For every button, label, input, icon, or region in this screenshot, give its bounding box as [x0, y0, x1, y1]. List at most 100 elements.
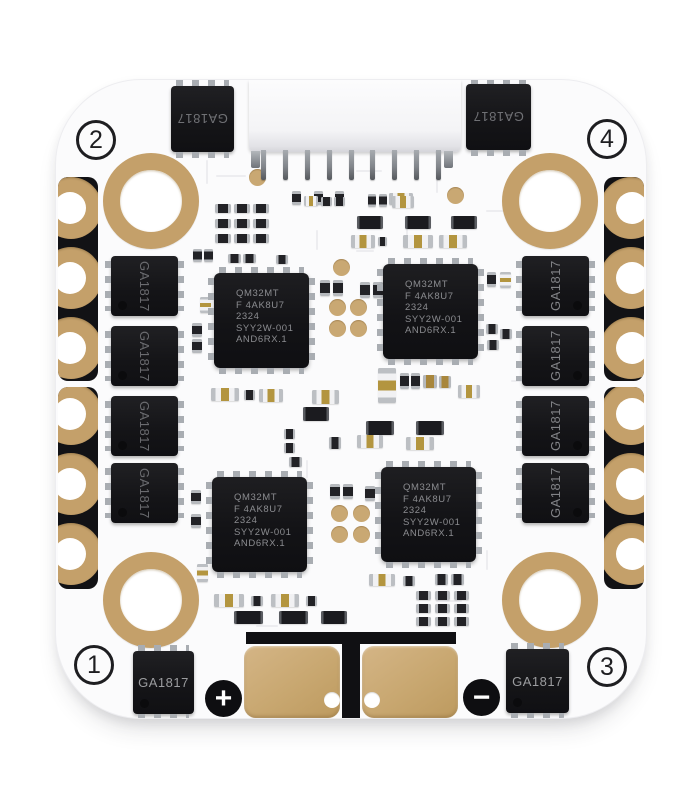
smd-resistor: [211, 388, 239, 401]
pcb-trace: [216, 175, 246, 177]
mounting-hole-bottom-right: [502, 552, 598, 648]
connector-pins: [261, 150, 441, 182]
mosfet-label: GA1817: [548, 260, 563, 312]
castellated-pad: [58, 247, 98, 309]
smd-resistor: [259, 389, 283, 402]
smd-capacitor: [306, 596, 317, 606]
mosfet-ga1817: GA1817: [516, 326, 595, 386]
smd-capacitor: [234, 234, 250, 243]
edge-pads-right-lower: [604, 387, 644, 589]
pcb-trace: [206, 160, 208, 184]
pcb-trace: [356, 250, 374, 252]
pcb-trace: [486, 210, 508, 212]
castellated-pad: [58, 453, 98, 515]
smd-capacitor: [284, 429, 295, 439]
mosfet-ga1817: GA1817: [506, 643, 569, 718]
via: [353, 505, 370, 522]
mounting-hole-top-left: [103, 153, 199, 249]
smd-resistor: [500, 272, 511, 288]
smd-resistor: [271, 594, 299, 607]
smd-capacitor: [192, 339, 202, 353]
smd-capacitor: [435, 604, 450, 613]
smd-capacitor: [487, 272, 496, 287]
castellated-pad: [604, 453, 644, 515]
corner-number: 3: [600, 652, 614, 681]
mosfet-ga1817: GA1817: [516, 396, 595, 456]
battery-pad-positive: [244, 646, 340, 718]
castellated-pad: [58, 317, 98, 379]
smd-resistor: [406, 437, 434, 450]
corner-number: 1: [87, 650, 101, 679]
smd-capacitor: [244, 390, 255, 400]
smd-capacitor: [334, 197, 345, 206]
mosfet-label: GA1817: [138, 675, 189, 690]
smd-resistor: [458, 385, 480, 398]
smd-capacitor: [454, 617, 469, 626]
signal-connector: [249, 80, 461, 152]
via: [447, 187, 464, 204]
connector-pin: [282, 150, 288, 180]
smd-capacitor: [435, 591, 450, 600]
smd-resistor: [357, 435, 383, 448]
smd-resistor: [312, 390, 339, 404]
smd-capacitor: [378, 237, 387, 246]
pcb-trace: [511, 380, 531, 382]
pcb-trace: [356, 170, 382, 172]
smd-capacitor: [454, 604, 469, 613]
smd-capacitor: [192, 323, 202, 337]
power-trace-divider: [342, 636, 360, 718]
smd-capacitor: [292, 191, 301, 205]
mosfet-ga1817: GA1817: [516, 256, 595, 316]
smd-capacitor: [253, 234, 269, 243]
smd-capacitor: [486, 324, 498, 334]
smd-capacitor: [368, 194, 376, 207]
castellated-pad: [58, 523, 98, 585]
mosfet-ga1817: GA1817: [516, 463, 595, 523]
smd-capacitor: [321, 197, 332, 206]
connector-pin: [392, 150, 398, 180]
smd-diode: [451, 216, 477, 229]
smd-diode: [366, 421, 394, 435]
battery-pad-negative: [362, 646, 458, 718]
mosfet-label: GA1817: [137, 400, 152, 452]
smd-resistor: [214, 594, 244, 607]
pcb-trace: [306, 460, 308, 478]
smd-capacitor: [228, 254, 241, 263]
positive-terminal-marker: +: [205, 680, 242, 717]
mosfet-ga1817: GA1817: [133, 645, 194, 718]
smd-capacitor: [416, 591, 431, 600]
smd-capacitor: [500, 329, 512, 339]
smd-diode: [416, 421, 444, 435]
smd-capacitor: [251, 596, 263, 606]
pad-hole: [58, 398, 86, 430]
smd-resistor: [197, 564, 208, 582]
smd-capacitor: [439, 376, 451, 388]
smd-capacitor: [403, 576, 415, 586]
mosfet-ga1817: GA1817: [171, 80, 234, 158]
smd-capacitor: [330, 484, 340, 499]
corner-marker-4: 4: [587, 119, 627, 159]
pad-hole: [616, 398, 644, 430]
smd-resistor: [439, 235, 467, 248]
smd-capacitor: [314, 191, 323, 205]
mosfet-ga1817: GA1817: [105, 463, 184, 523]
smd-capacitor: [365, 486, 375, 501]
mosfet-ga1817: GA1817: [105, 396, 184, 456]
via: [329, 320, 346, 337]
smd-capacitor: [253, 204, 269, 213]
pad-hole: [616, 468, 644, 500]
smd-capacitor: [284, 443, 295, 453]
via: [331, 526, 348, 543]
smd-capacitor: [411, 373, 420, 389]
smd-capacitor: [416, 604, 431, 613]
smd-capacitor: [193, 249, 202, 262]
smd-capacitor: [215, 234, 231, 243]
smd-capacitor: [454, 591, 469, 600]
via: [350, 320, 367, 337]
edge-pads-left-upper: [58, 177, 98, 381]
smd-resistor: [369, 574, 395, 586]
smd-capacitor: [234, 204, 250, 213]
solder-hole: [364, 692, 380, 708]
